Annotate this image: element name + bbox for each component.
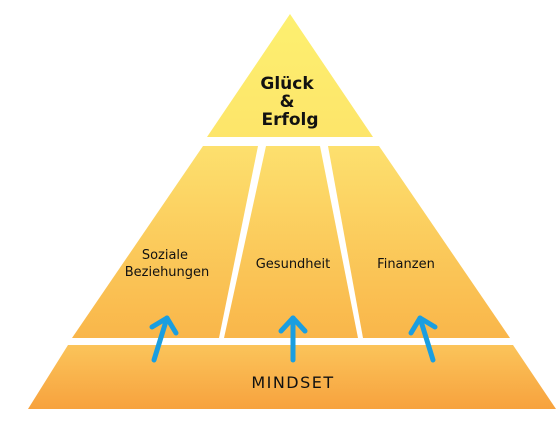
pillar-social-label: Soziale Beziehungen [125,248,210,280]
pillar-label-line: Finanzen [377,257,435,272]
pillar-label-line: Soziale [142,248,188,263]
arrow-icon [149,315,179,363]
pillar-finance [328,146,510,338]
base-section [28,345,556,409]
arrow-icon [278,315,308,363]
apex-section [207,14,373,137]
apex-line: Erfolg [261,110,318,130]
pillar-label-line: Beziehungen [125,265,210,280]
apex-label: Glück & Erfolg [260,74,319,130]
pillar-social [72,146,258,338]
apex-line: & [280,92,295,112]
pillar-label-line: Gesundheit [256,257,331,272]
base-label: MINDSET [251,373,334,392]
arrow-icon [408,315,438,363]
apex-line: Glück [260,74,314,94]
pillar-health [224,146,358,338]
pillar-finance-label: Finanzen [377,257,435,272]
pillar-health-label: Gesundheit [256,257,331,272]
